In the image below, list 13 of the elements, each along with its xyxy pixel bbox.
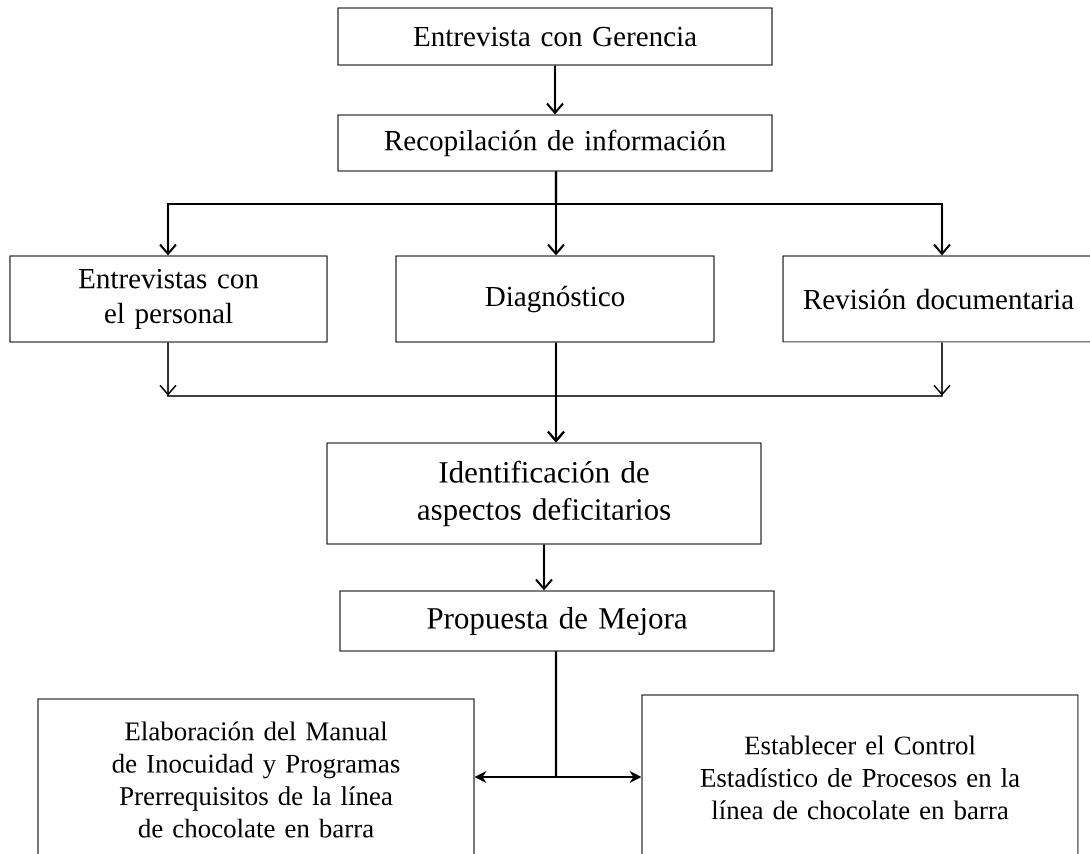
process-box: Propuesta de Mejora: [339, 590, 775, 652]
process-box: Entrevistas con el personal: [9, 255, 328, 343]
arrow: [535, 544, 553, 591]
process-box: Establecer el Control Estadístico de Procesos en la línea de chocolate en barra: [641, 694, 1079, 854]
process-box: Diagnóstico: [395, 255, 715, 343]
arrow: [547, 341, 951, 443]
arrow: [554, 171, 951, 256]
process-box: Identificación de aspectos deficitarios: [326, 442, 762, 545]
process-box: Recopilación de información: [337, 114, 773, 172]
process-box: Entrevista con Gerencia: [337, 7, 773, 66]
process-box: Revisión documentaria: [782, 255, 1090, 343]
arrow: [546, 65, 564, 115]
process-box: Elaboración del Manual de Inocuidad y Programas Prerrequisitos de la línea de chocolate en barra: [37, 698, 475, 854]
